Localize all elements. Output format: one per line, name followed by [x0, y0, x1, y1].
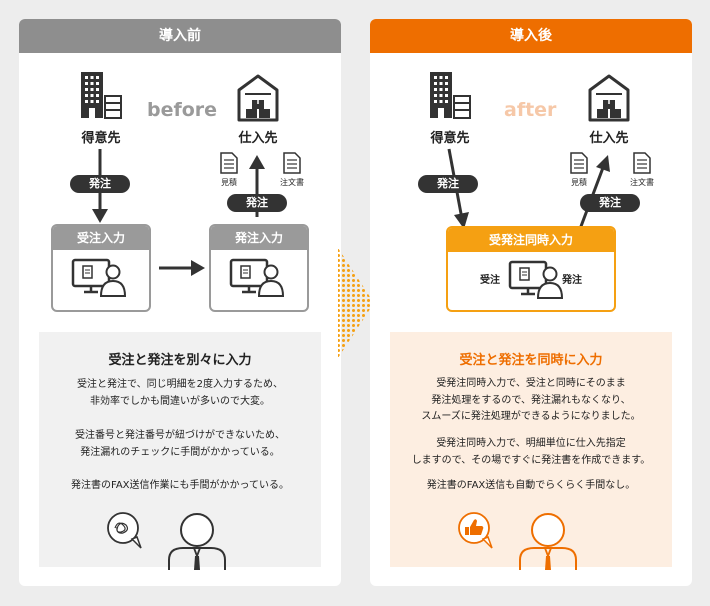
- customer-label: 得意先: [81, 131, 121, 146]
- order-doc-label: 注文書: [280, 178, 304, 187]
- estimate-label: 見積: [221, 178, 237, 187]
- order-entry-title: 受注入力: [53, 226, 149, 250]
- after-description: 受注と発注を同時に入力 受発注同時入力で、受注と同時にそのまま 発注処理をするの…: [390, 332, 672, 570]
- simultaneous-entry-title: 受発注同時入力: [448, 228, 614, 252]
- order-pill-supplier: 発注: [227, 194, 287, 212]
- confused-person-icon: [107, 512, 226, 570]
- order-entry-box: 受注入力: [51, 224, 151, 312]
- receive-label: 受注: [480, 275, 500, 286]
- after-desc-title: 受注と発注を同時に入力: [459, 353, 603, 368]
- supplier-label: 仕入先: [589, 131, 629, 146]
- thumbs-up-person-icon: [458, 512, 577, 570]
- before-description: 受注と発注を別々に入力 受注と発注で、同じ明細を2度入力するため、 非効率でしか…: [39, 332, 321, 570]
- order-label: 発注: [562, 275, 582, 286]
- before-para-3: 発注書のFAX送信作業にも手間がかかっている。: [70, 480, 290, 491]
- order-doc-label: 注文書: [630, 178, 654, 187]
- transition-arrow-icon: [338, 248, 374, 358]
- workstation-icon: [229, 258, 285, 298]
- before-para-1: 受注と発注で、同じ明細を2度入力するため、 非効率でしかも間違いが多いので大変。: [77, 379, 283, 407]
- before-para-2: 受注番号と発注番号が紐づけができないため、 発注漏れのチェックに手間がかかってい…: [75, 430, 285, 458]
- before-desc-title: 受注と発注を別々に入力: [108, 353, 252, 368]
- estimate-label: 見積: [571, 178, 587, 187]
- simultaneous-entry-box: 受発注同時入力 受注 発注: [446, 226, 616, 312]
- after-para-2: 受発注同時入力で、明細単位に仕入先指定 しますので、その場ですぐに発注書を作成で…: [411, 438, 651, 466]
- order-pill-customer: 発注: [70, 175, 130, 193]
- before-word: before: [147, 99, 218, 121]
- after-panel: 導入後 得意先 after 仕入先 見積 注文書 発注 発注 受発注同時入力 受…: [370, 19, 692, 586]
- before-panel-header: 導入前: [19, 19, 341, 53]
- workstation-icon: [71, 258, 127, 298]
- purchase-entry-title: 発注入力: [211, 226, 307, 250]
- purchase-entry-box: 発注入力: [209, 224, 309, 312]
- before-panel: 導入前 得意先 before 仕入先 見積 注文書 発注 発注 受注入力 発注入…: [19, 19, 341, 586]
- customer-label: 得意先: [430, 131, 470, 146]
- after-panel-header: 導入後: [370, 19, 692, 53]
- order-pill-customer: 発注: [418, 175, 478, 193]
- supplier-label: 仕入先: [238, 131, 278, 146]
- order-pill-supplier: 発注: [580, 194, 640, 212]
- workstation-icon: [508, 260, 564, 300]
- after-para-1: 受発注同時入力で、受注と同時にそのまま 発注処理をするので、発注漏れもなくなり、…: [421, 378, 641, 422]
- after-word: after: [504, 99, 557, 121]
- after-para-3: 発注書のFAX送信も自動でらくらく手間なし。: [426, 480, 636, 491]
